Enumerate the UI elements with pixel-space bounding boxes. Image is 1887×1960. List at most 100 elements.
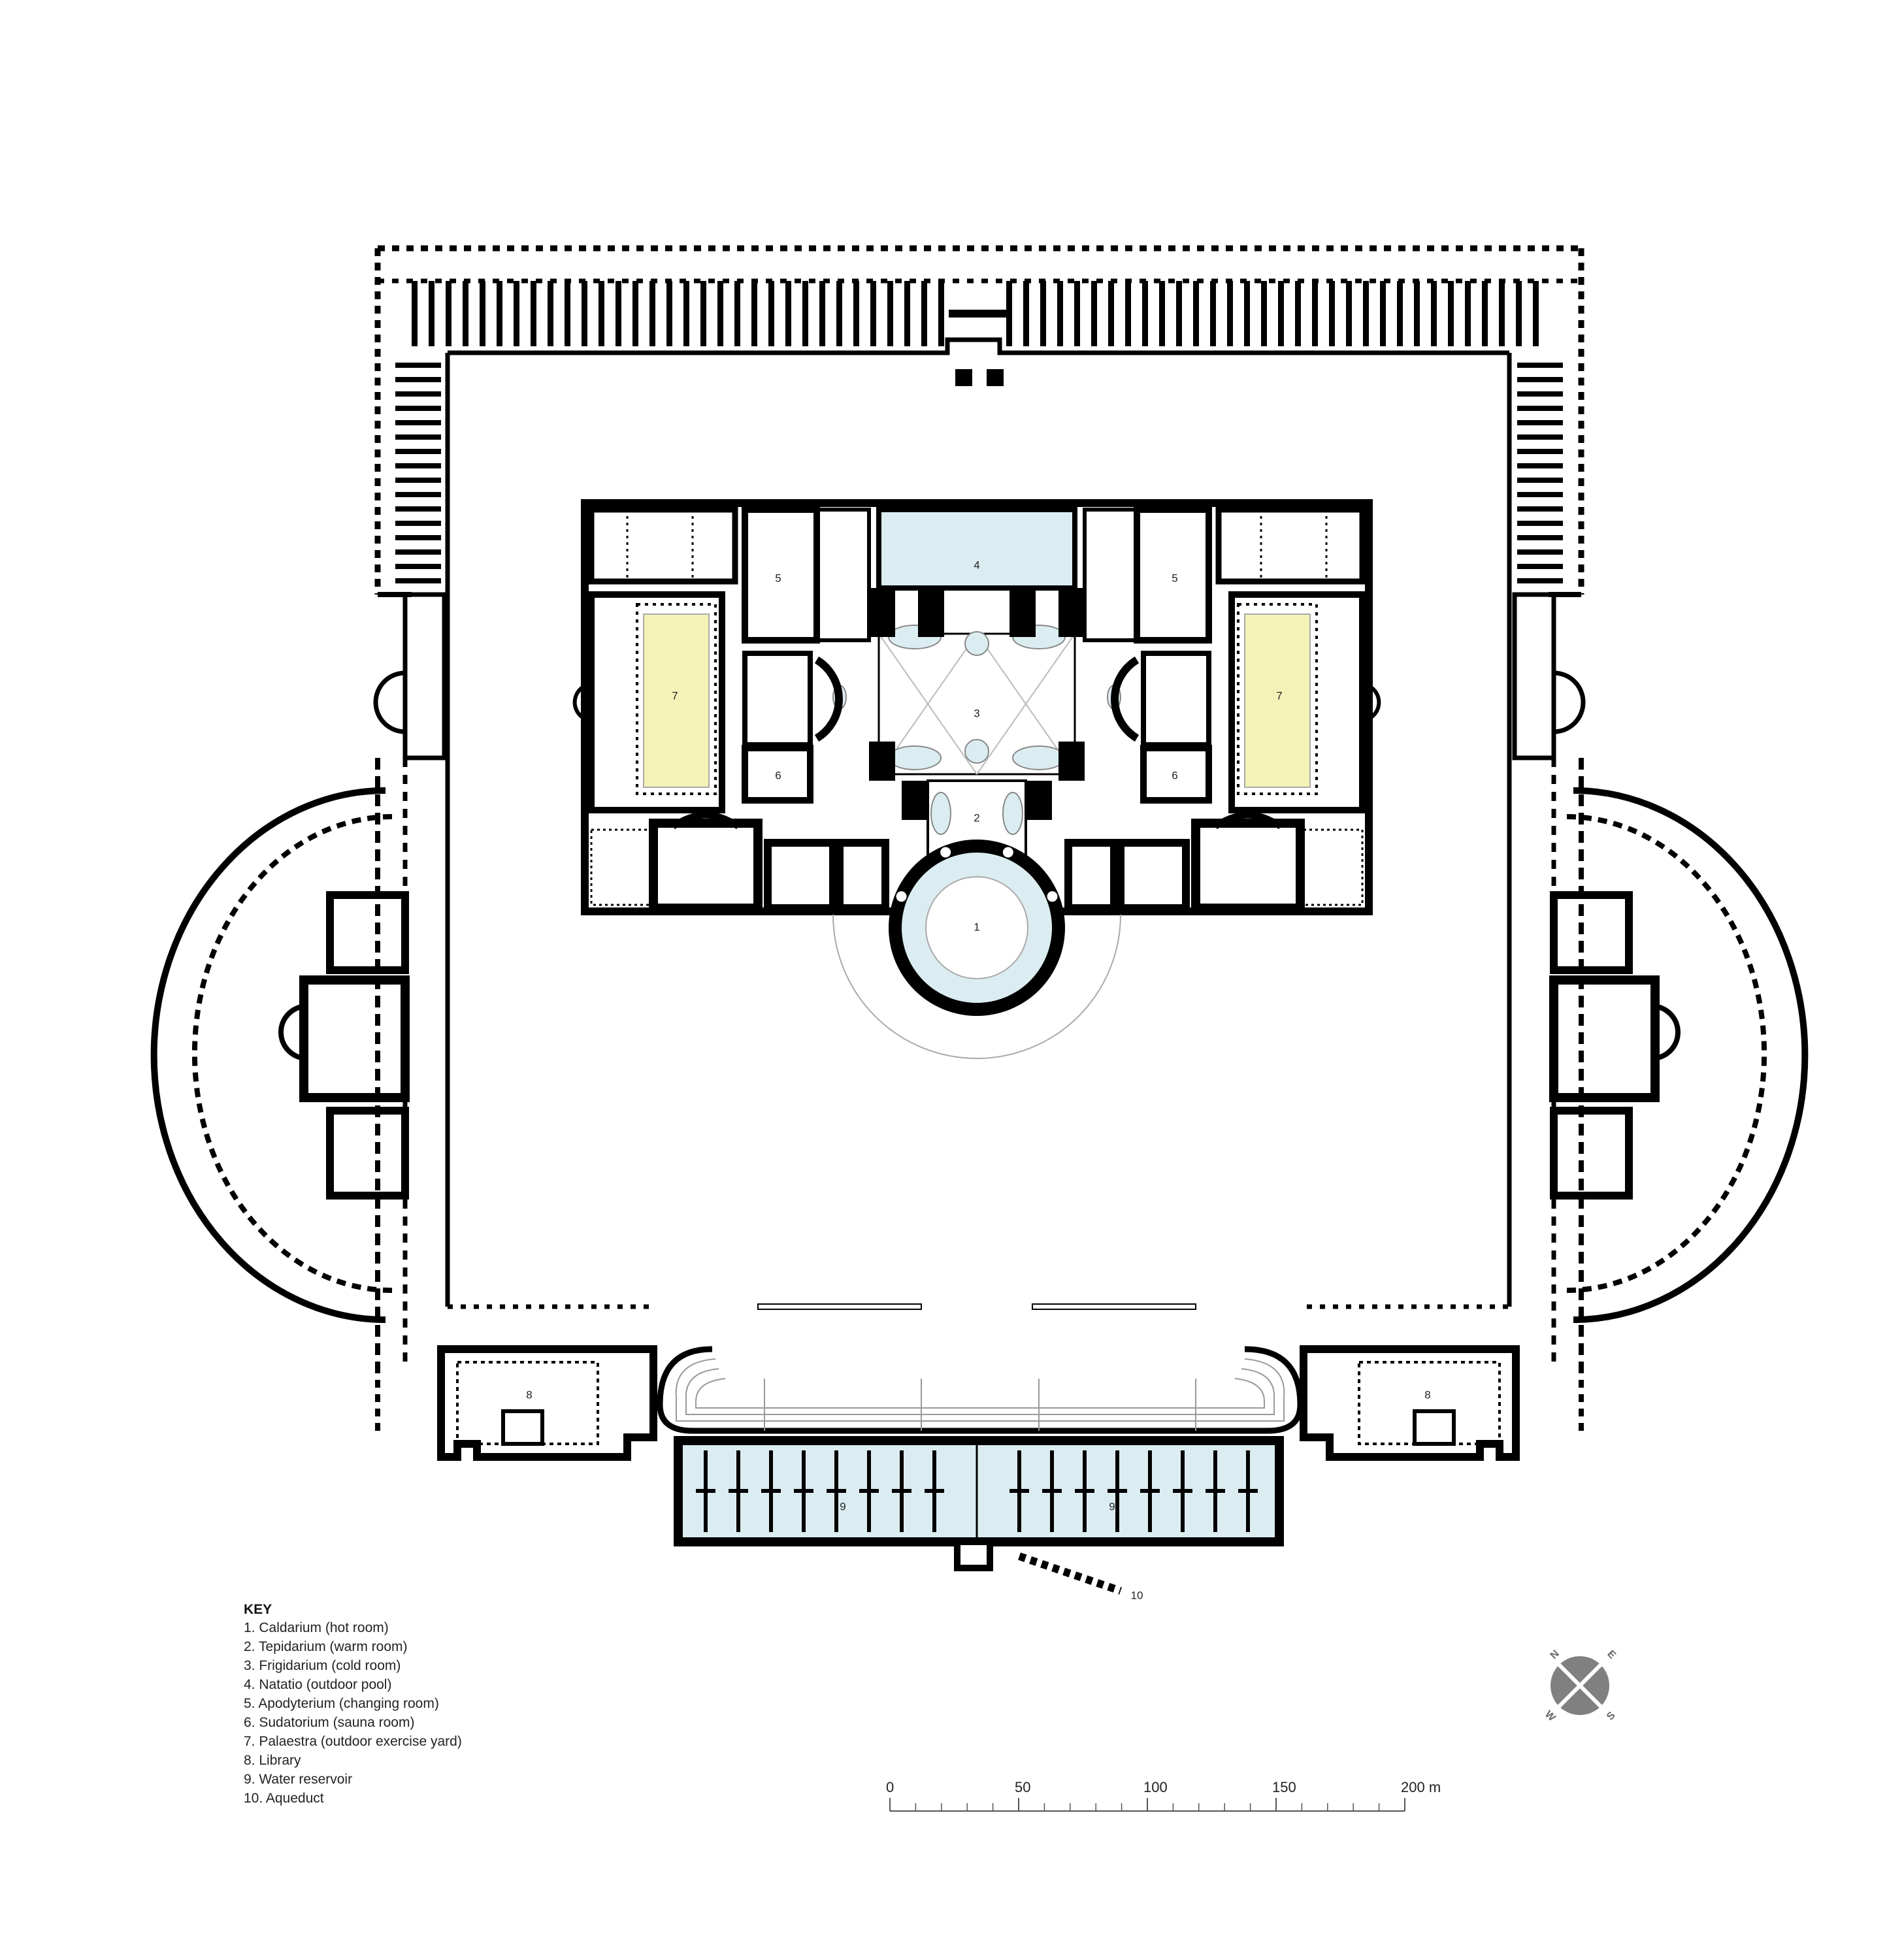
room-label-natatio: 4: [974, 559, 979, 571]
colonnade-pier: [1431, 281, 1437, 346]
colonnade-pier: [395, 420, 441, 425]
colonnade-pier: [632, 281, 638, 346]
caldarium-window: [896, 953, 907, 964]
room-label-library-east: 8: [1424, 1388, 1430, 1401]
key-item: 8. Library: [244, 1753, 301, 1768]
compass-n: N: [1549, 1648, 1562, 1661]
colonnade-pier: [802, 281, 808, 346]
caldarium-window: [940, 998, 951, 1009]
colonnade-pier: [1023, 281, 1029, 346]
colonnade-pier: [395, 492, 441, 497]
colonnade-pier: [853, 281, 859, 346]
colonnade-pier: [717, 281, 723, 346]
colonnade-pier: [1517, 521, 1563, 526]
colonnade-pier: [395, 549, 441, 555]
colonnade-pier: [1499, 281, 1505, 346]
main-bath-block: [572, 499, 1381, 1059]
reservoir-pillar: [1140, 1489, 1160, 1493]
caldarium-window: [1047, 953, 1058, 964]
west-library: [437, 1345, 657, 1461]
compass-w: W: [1543, 1708, 1558, 1723]
key-title: KEY: [244, 1602, 272, 1617]
colonnade-pier: [1517, 564, 1563, 569]
room-label-apodyterium-west: 5: [775, 572, 781, 584]
colonnade-pier: [1329, 281, 1335, 346]
reservoir-pillar: [729, 1489, 748, 1493]
key-item: 6. Sudatorium (sauna room): [244, 1715, 414, 1730]
colonnade-pier: [395, 391, 441, 397]
colonnade-pier: [395, 478, 441, 483]
scale-label: 50: [1015, 1779, 1030, 1795]
reservoir-pillar: [1173, 1489, 1192, 1493]
colonnade-pier: [1516, 281, 1522, 346]
colonnade-pier: [1193, 281, 1199, 346]
key-item: 5. Apodyterium (changing room): [244, 1696, 439, 1711]
colonnade-pier: [1517, 406, 1563, 411]
reservoir-pillar: [1009, 1489, 1029, 1493]
colonnade-pier: [463, 281, 468, 346]
key-item: 9. Water reservoir: [244, 1772, 352, 1787]
colonnade-pier: [1517, 420, 1563, 425]
east-exedra-rooms: [1549, 891, 1681, 1200]
water-reservoir: [674, 1436, 1284, 1571]
scale-label: 0: [886, 1779, 894, 1795]
room-label-frigidarium: 3: [974, 707, 979, 719]
reservoir-pillar: [1238, 1489, 1258, 1493]
colonnade-pier: [395, 506, 441, 512]
colonnade-pier: [1517, 377, 1563, 382]
colonnade-pier: [395, 578, 441, 583]
room-label-caldarium: 1: [974, 921, 979, 933]
colonnade-pier: [1040, 281, 1046, 346]
colonnade-pier: [1346, 281, 1352, 346]
colonnade-pier: [1517, 549, 1563, 555]
colonnade-pier: [751, 281, 757, 346]
colonnade-pier: [446, 281, 451, 346]
colonnade-pier: [1517, 492, 1563, 497]
colonnade-pier: [1448, 281, 1454, 346]
colonnade-pier: [1142, 281, 1148, 346]
key-item: 2. Tepidarium (warm room): [244, 1639, 408, 1654]
room-label-sudatorium-east: 6: [1172, 769, 1177, 781]
colonnade-pier: [1125, 281, 1131, 346]
colonnade-pier: [683, 281, 689, 346]
compass-s: S: [1605, 1710, 1618, 1723]
key-item: 4. Natatio (outdoor pool): [244, 1677, 391, 1692]
colonnade-pier: [904, 281, 910, 346]
colonnade-pier: [768, 281, 774, 346]
colonnade-pier: [938, 281, 944, 346]
colonnade-pier: [649, 281, 655, 346]
room-label-sudatorium-west: 6: [775, 769, 781, 781]
colonnade-pier: [582, 281, 587, 346]
colonnade-pier: [921, 281, 927, 346]
colonnade-pier: [395, 377, 441, 382]
colonnade-pier: [1074, 281, 1080, 346]
reservoir-pillar: [892, 1489, 911, 1493]
colonnade-pier: [1482, 281, 1488, 346]
colonnade-pier: [412, 281, 418, 346]
colonnade-pier: [1278, 281, 1284, 346]
colonnade-pier: [1057, 281, 1063, 346]
colonnade-pier: [1380, 281, 1386, 346]
reservoir-pillar: [1075, 1489, 1094, 1493]
aqueduct: [1018, 1552, 1122, 1595]
reservoir-pillar: [794, 1489, 813, 1493]
colonnade-pier: [1363, 281, 1369, 346]
colonnade-pier: [1517, 463, 1563, 468]
colonnade-pier: [887, 281, 893, 346]
colonnade-pier: [1261, 281, 1267, 346]
colonnade-pier: [700, 281, 706, 346]
room-label-reservoir-west: 9: [840, 1500, 845, 1512]
colonnade-pier: [1227, 281, 1233, 346]
scale-label: 200 m: [1401, 1779, 1441, 1795]
room-label-aqueduct: 10: [1131, 1589, 1143, 1601]
room-label-apodyterium-east: 5: [1172, 572, 1177, 584]
outer-enclosure: [150, 245, 1809, 1437]
colonnade-pier: [395, 535, 441, 540]
colonnade-pier: [1176, 281, 1182, 346]
reservoir-pillar: [761, 1489, 781, 1493]
colonnade-pier: [666, 281, 672, 346]
caldarium-window: [1002, 847, 1013, 858]
colonnade-pier: [565, 281, 570, 346]
colonnade-pier: [1244, 281, 1250, 346]
